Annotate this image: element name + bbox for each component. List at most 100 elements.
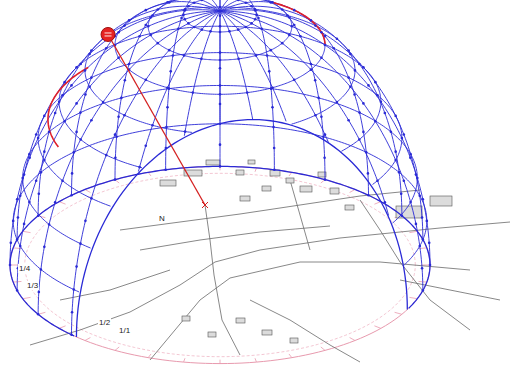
grid-point <box>310 63 313 66</box>
grid-point <box>63 120 66 123</box>
building <box>330 188 339 194</box>
grid-point <box>120 97 123 100</box>
grid-point <box>183 9 186 12</box>
grid-point <box>394 150 397 153</box>
grid-point <box>376 94 379 97</box>
azimuth-tick <box>59 326 65 329</box>
grid-label: 1/3 <box>26 281 39 290</box>
building <box>236 318 245 323</box>
grid-point <box>114 133 117 136</box>
grid-point <box>124 79 127 82</box>
grid-point <box>75 265 78 268</box>
grid-point <box>164 168 167 171</box>
altitude-line <box>341 102 380 152</box>
grid-point <box>72 151 75 154</box>
grid-point <box>273 147 276 150</box>
grid-point <box>43 159 46 162</box>
road-line <box>150 262 470 360</box>
grid-point <box>117 115 120 118</box>
grid-point <box>79 63 82 66</box>
grid-point <box>332 47 335 50</box>
grid-point <box>394 159 397 162</box>
grid-point <box>271 86 274 89</box>
road-line <box>30 222 510 345</box>
grid-point <box>421 216 424 219</box>
grid-point <box>384 201 387 204</box>
grid-point <box>147 25 150 28</box>
grid-point <box>219 165 222 168</box>
grid-point <box>88 86 91 89</box>
altitude-line <box>373 138 402 185</box>
grid-point <box>299 35 302 38</box>
grid-point <box>9 242 12 245</box>
grid-point <box>61 94 64 97</box>
grid-point <box>38 291 41 294</box>
meridian-line <box>184 11 220 136</box>
grid-point <box>291 25 294 28</box>
grid-point <box>43 150 46 153</box>
grid-point <box>84 93 87 96</box>
grid-point <box>90 119 93 122</box>
azimuth-tick <box>148 354 151 358</box>
grid-point <box>166 106 169 109</box>
grid-point <box>79 111 82 114</box>
azimuth-tick <box>85 189 90 192</box>
grid-point <box>365 151 368 154</box>
grid-point <box>367 84 370 87</box>
grid-point <box>35 179 38 182</box>
azimuth-tick <box>350 338 355 341</box>
grid-point <box>37 214 40 217</box>
dome-cut-edge <box>76 120 407 337</box>
grid-point <box>219 93 222 96</box>
azimuth-tick <box>184 358 185 362</box>
grid-point <box>358 63 361 66</box>
grid-point <box>219 51 222 54</box>
sun-marker-detail <box>105 33 112 36</box>
meridian-line <box>220 11 423 291</box>
grid-point <box>347 49 350 52</box>
grid-point <box>271 1 274 4</box>
meridian-line <box>220 0 274 170</box>
grid-point <box>358 138 361 141</box>
grid-point <box>90 49 93 52</box>
grid-point <box>219 6 222 9</box>
grid-point <box>320 56 323 59</box>
grid-point <box>401 137 404 140</box>
azimuth-tick <box>374 202 380 205</box>
road-line <box>120 190 420 230</box>
grid-point <box>90 197 93 200</box>
grid-point <box>88 53 91 56</box>
grid-point <box>418 245 421 248</box>
azimuth-tick <box>220 360 221 364</box>
grid-point <box>286 14 289 17</box>
grid-point <box>128 63 131 66</box>
grid-point <box>200 58 203 61</box>
grid-point <box>115 136 118 139</box>
grid-point <box>429 264 432 267</box>
grid-point <box>260 27 263 30</box>
grid-point <box>144 144 147 147</box>
altitude-line <box>404 221 427 265</box>
highlight-line <box>273 2 326 45</box>
grid-point <box>268 70 271 73</box>
grid-point <box>219 14 222 17</box>
grid-point <box>257 17 260 20</box>
grid-point <box>219 25 222 28</box>
grid-point <box>183 54 186 57</box>
grid-point <box>281 42 284 45</box>
building <box>430 196 452 206</box>
grid-point <box>390 130 393 133</box>
meridian-line <box>220 11 221 121</box>
grid-point <box>244 26 247 29</box>
grid-point <box>367 172 370 175</box>
altitude-line <box>38 53 402 207</box>
grid-point <box>84 220 87 223</box>
grid-point <box>123 24 126 27</box>
meridian-line <box>220 11 389 216</box>
grid-point <box>151 14 154 17</box>
grid-point <box>403 133 406 136</box>
road-line <box>60 270 170 300</box>
grid-point <box>324 133 327 136</box>
grid-point <box>43 246 46 249</box>
